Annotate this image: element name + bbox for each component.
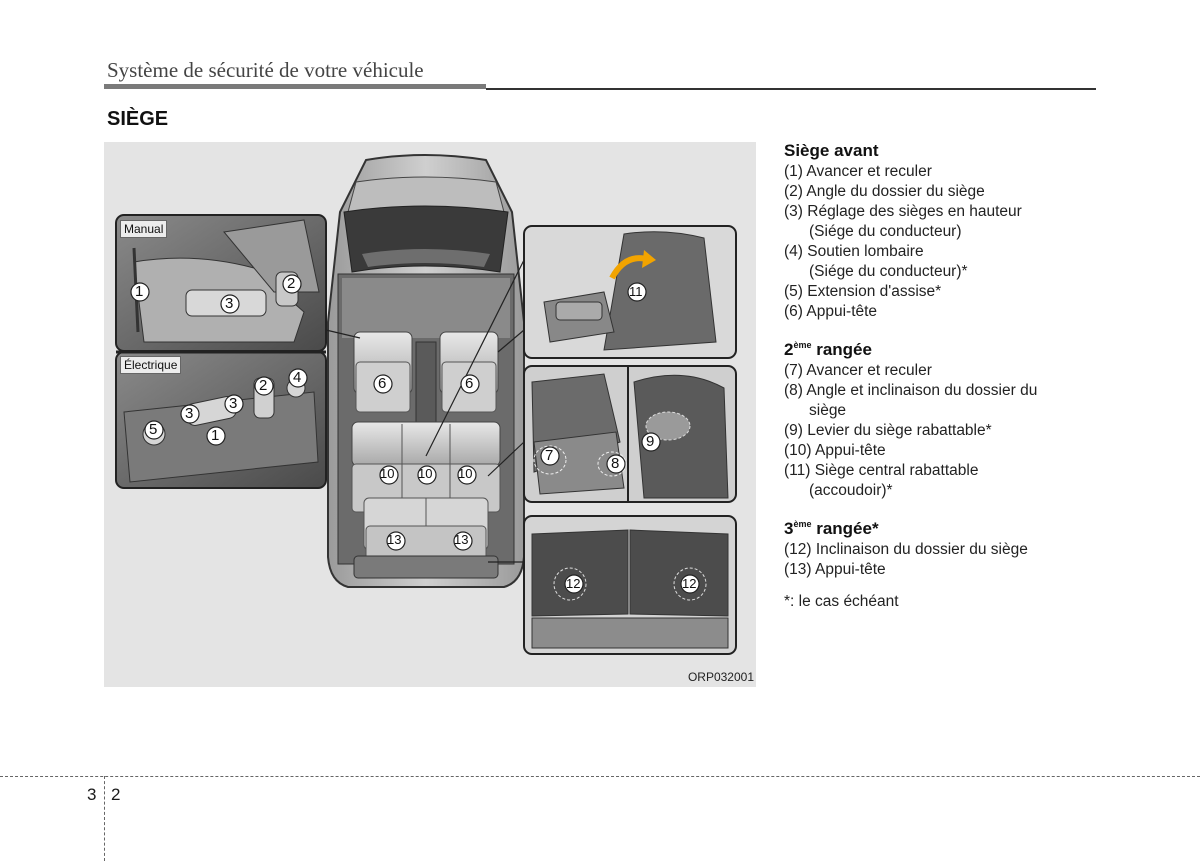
callout-7: 7 <box>545 447 554 464</box>
seat-illustration: 1 2 3 5 3 3 1 2 4 6 6 10 10 10 13 13 11 … <box>104 142 756 687</box>
callout-12-right: 12 <box>682 576 697 591</box>
callout-6-left: 6 <box>378 375 387 392</box>
legend-footnote: *: le cas échéant <box>784 593 899 610</box>
legend-item-continuation: (Siége du conducteur) <box>809 223 962 240</box>
section-title: SIÈGE <box>107 108 169 130</box>
legend-item: (11) Siège central rabattable <box>784 462 979 479</box>
third-row-seats-inset <box>523 515 737 655</box>
running-header-title: Système de sécurité de votre véhicule <box>107 58 424 82</box>
legend-item-continuation: siège <box>809 402 847 419</box>
manual-label: Manual <box>120 220 168 238</box>
legend-second-row: 2ème rangée (7) Avancer et reculer (8) A… <box>784 334 1084 501</box>
callout-circles <box>130 274 700 594</box>
callout-3-electric-b: 3 <box>229 395 238 412</box>
callout-13-right: 13 <box>454 532 469 547</box>
row3-number: 3 <box>784 519 794 538</box>
callout-1-manual: 1 <box>135 283 144 300</box>
callout-9: 9 <box>646 433 655 450</box>
electric-label: Électrique <box>120 356 182 374</box>
legend-item: (12) Inclinaison du dossier du siège <box>784 541 1028 558</box>
legend-item: (4) Soutien lombaire <box>784 243 924 260</box>
callout-12-left: 12 <box>566 576 581 591</box>
header-rule-thin <box>486 88 1096 90</box>
callout-10-centre: 10 <box>418 466 433 481</box>
legend-item: (8) Angle et inclinaison du dossier du <box>784 382 1038 399</box>
row3-superscript: ème <box>793 519 812 529</box>
legend-item-continuation: (accoudoir)* <box>809 482 893 499</box>
header-rule-thick <box>104 84 486 89</box>
legend-item: (3) Réglage des sièges en hauteur <box>784 203 1022 220</box>
callout-5-electric: 5 <box>149 421 158 438</box>
row2-superscript: ème <box>793 340 812 350</box>
legend-item: (9) Levier du siège rabattable* <box>784 422 992 439</box>
legend: Siège avant (1) Avancer et reculer (2) A… <box>784 140 1084 612</box>
callout-13-left: 13 <box>387 532 402 547</box>
callout-10-right: 10 <box>458 466 473 481</box>
callout-6-right: 6 <box>465 375 474 392</box>
legend-row2-title: 2ème rangée <box>784 334 1084 361</box>
legend-item: (10) Appui-tête <box>784 442 886 459</box>
callout-10-left: 10 <box>380 466 395 481</box>
legend-item: (7) Avancer et reculer <box>784 362 932 379</box>
footer-dashed-rule <box>0 776 1200 777</box>
callout-11: 11 <box>629 284 643 299</box>
page-number: 2 <box>111 785 121 804</box>
row2-title-text: rangée <box>811 340 872 359</box>
row3-title-text: rangée* <box>811 519 879 538</box>
callout-1-electric: 1 <box>211 427 220 444</box>
figure-code: ORP032001 <box>687 670 754 684</box>
callout-8: 8 <box>611 455 620 472</box>
legend-front-seat: Siège avant (1) Avancer et reculer (2) A… <box>784 140 1084 322</box>
leader-lines <box>325 259 525 563</box>
row2-number: 2 <box>784 340 794 359</box>
illustration-drawing <box>115 154 737 655</box>
callout-4-electric: 4 <box>293 369 302 386</box>
legend-item: (2) Angle du dossier du siège <box>784 183 985 200</box>
legend-row3-title: 3ème rangée* <box>784 513 1084 540</box>
callout-3-electric-a: 3 <box>185 405 194 422</box>
legend-front-title: Siège avant <box>784 141 879 160</box>
callout-2-manual: 2 <box>287 275 296 292</box>
callout-3-manual: 3 <box>225 295 234 312</box>
legend-item-continuation: (Siége du conducteur)* <box>809 263 968 280</box>
callout-2-electric: 2 <box>259 377 268 394</box>
legend-third-row: 3ème rangée* (12) Inclinaison du dossier… <box>784 513 1084 580</box>
legend-item: (5) Extension d'assise* <box>784 283 942 300</box>
manual-seat-inset <box>115 214 327 352</box>
callout-labels: 1 2 3 5 3 3 1 2 4 6 6 10 10 10 13 13 11 … <box>104 142 756 687</box>
legend-item: (6) Appui-tête <box>784 303 878 320</box>
legend-item: (13) Appui-tête <box>784 561 886 578</box>
legend-item: (1) Avancer et reculer <box>784 163 932 180</box>
footer-dashed-divider <box>104 776 105 861</box>
page-chapter-number: 3 <box>87 785 97 804</box>
